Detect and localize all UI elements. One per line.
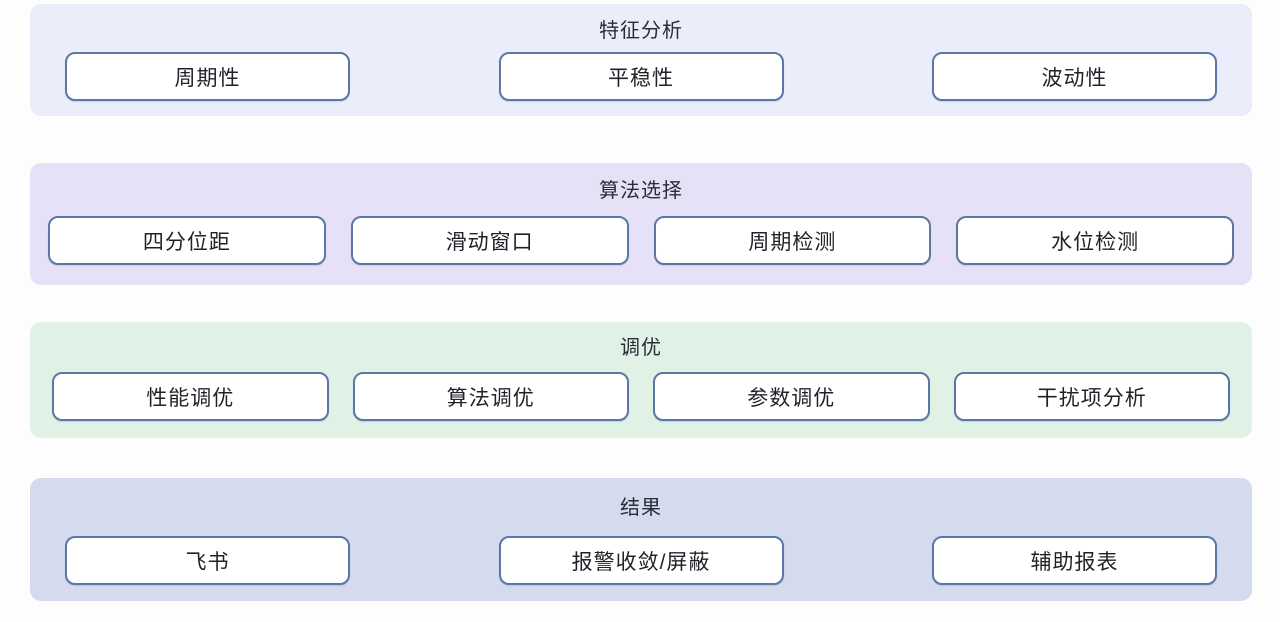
node-performance-tuning: 性能调优 [52,372,329,421]
section-title: 算法选择 [599,180,683,202]
node-interference-analysis: 干扰项分析 [953,372,1230,421]
node-sliding-window: 滑动窗口 [350,216,629,265]
node-alert-convergence-masking: 报警收敛/屏蔽 [498,536,784,585]
section-row: 性能调优 算法调优 参数调优 干扰项分析 [30,372,1252,421]
section-algorithm-selection: 算法选择 四分位距 滑动窗口 周期检测 水位检测 [30,163,1252,285]
node-period-detection: 周期检测 [653,216,932,265]
node-watermark-detection: 水位检测 [956,216,1234,265]
section-row: 周期性 平稳性 波动性 [30,52,1252,101]
node-volatility: 波动性 [932,52,1217,101]
node-feishu: 飞书 [65,536,350,585]
node-interquartile-range: 四分位距 [48,216,326,265]
node-periodicity: 周期性 [65,52,350,101]
section-feature-analysis: 特征分析 周期性 平稳性 波动性 [30,4,1252,116]
node-parameter-tuning: 参数调优 [653,372,930,421]
node-algorithm-tuning: 算法调优 [352,372,629,421]
node-auxiliary-report: 辅助报表 [932,536,1217,585]
section-result: 结果 飞书 报警收敛/屏蔽 辅助报表 [30,478,1252,601]
section-title: 结果 [620,497,662,519]
section-title: 特征分析 [599,20,683,42]
section-tuning: 调优 性能调优 算法调优 参数调优 干扰项分析 [30,322,1252,438]
section-title: 调优 [620,337,662,359]
section-row: 飞书 报警收敛/屏蔽 辅助报表 [30,536,1252,585]
section-row: 四分位距 滑动窗口 周期检测 水位检测 [30,216,1252,265]
node-stationarity: 平稳性 [498,52,784,101]
